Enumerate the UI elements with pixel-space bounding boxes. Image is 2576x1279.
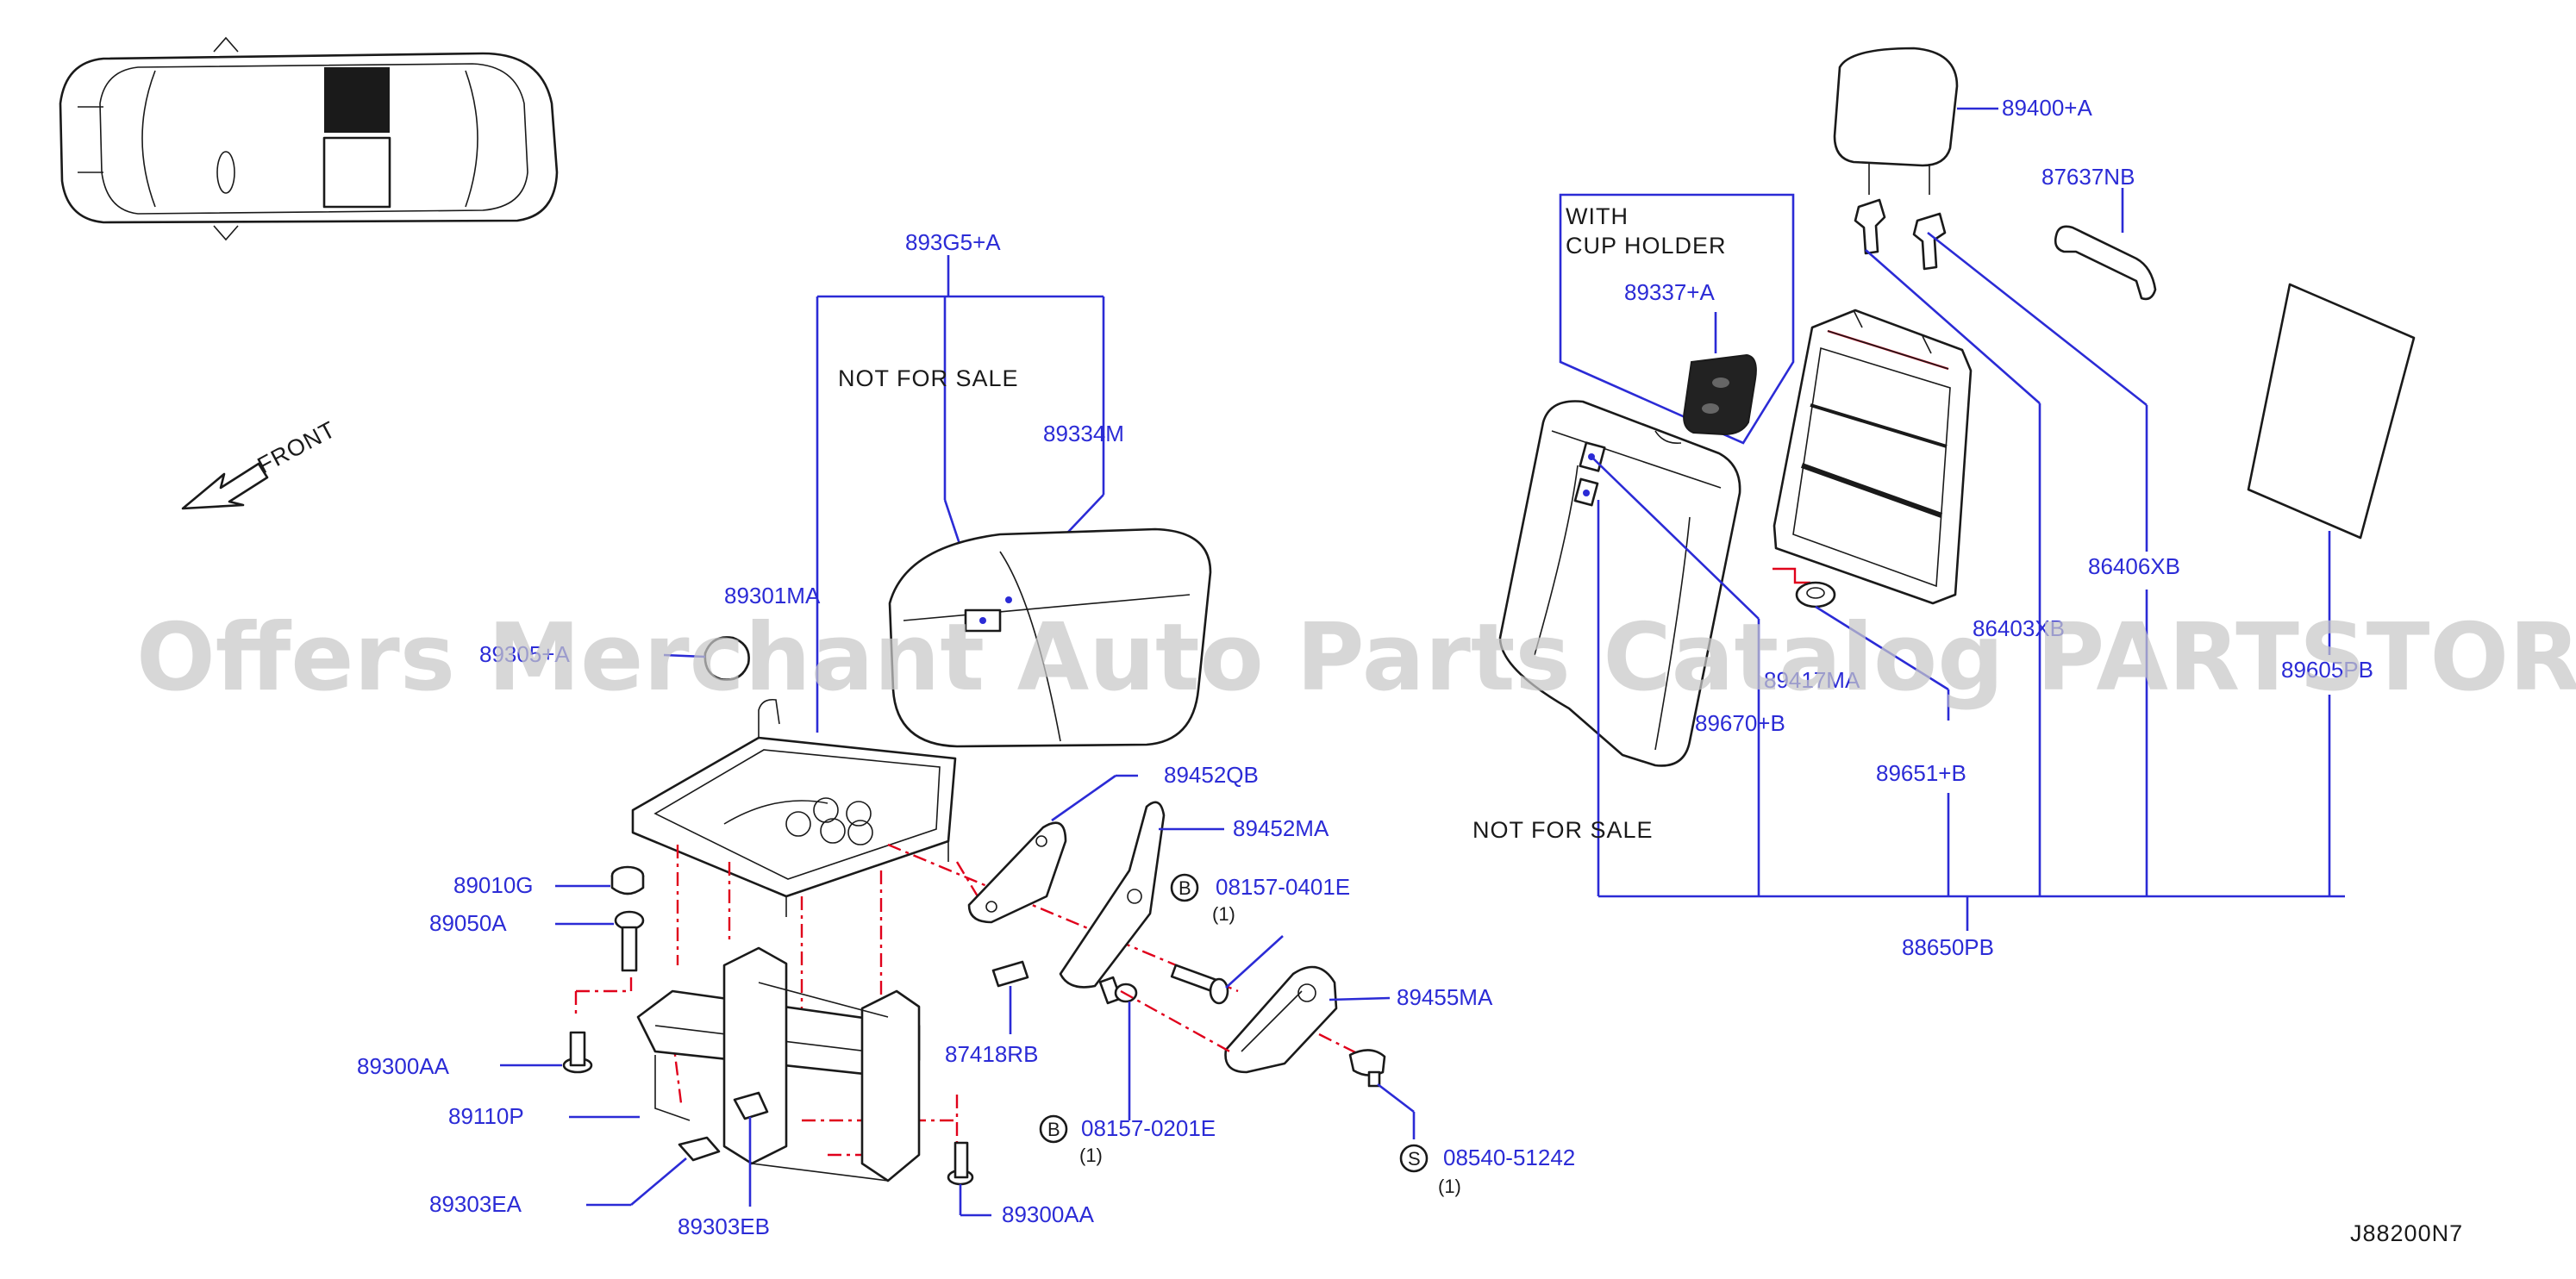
part-label-89670b: 89670+B: [1695, 710, 1785, 736]
seat-location-highlight: [324, 67, 390, 133]
part-label-87418rb: 87418RB: [945, 1041, 1038, 1067]
part-label-89651b: 89651+B: [1876, 760, 1966, 786]
clip-89303eb: [733, 1091, 769, 1207]
circle-s: [1399, 1144, 1429, 1173]
part-label-87637nb: 87637NB: [2041, 164, 2135, 190]
assembly-line-cover: [1120, 989, 1234, 1055]
part-label-89010g: 89010G: [453, 872, 534, 898]
screw-08540-51242: [1348, 1049, 1416, 1139]
bracket-89452ma: [1059, 801, 1224, 989]
qty-08157-0201e: (1): [1079, 1145, 1103, 1166]
handle-87637nb: [2054, 188, 2157, 301]
part-label-89300aa-left: 89300AA: [357, 1053, 450, 1079]
watermark: Offers Merchant Auto Parts Catalog PARTS…: [136, 604, 2576, 712]
back-board-89605pb: [2247, 283, 2416, 540]
diagram-code: J88200N7: [2350, 1220, 2463, 1246]
circle-b-upper-code: B: [1179, 877, 1191, 899]
pin-87418rb: [991, 960, 1029, 1034]
part-label-89334m: 89334M: [1043, 421, 1124, 446]
part-label-89452qb: 89452QB: [1164, 762, 1259, 788]
part-label-08157-0401e: 08157-0401E: [1216, 874, 1350, 900]
cup-holder-box: [1559, 193, 1795, 445]
part-label-89417ma: 89417MA: [1764, 667, 1860, 693]
bolt-89300aa-left: [500, 1031, 593, 1074]
part-label-08540-51242: 08540-51242: [1443, 1145, 1575, 1170]
vehicle-locator-icon: [59, 36, 559, 241]
circle-b-upper: [1170, 873, 1199, 902]
front-label: FRONT: [253, 416, 341, 478]
bolt-89300aa-bottom: [947, 1141, 991, 1217]
part-label-86406xb: 86406XB: [2088, 553, 2180, 579]
part-label-89050a: 89050A: [429, 910, 507, 936]
headrest-89400a: [1833, 47, 1998, 195]
part-label-89605pb: 89605PB: [2281, 657, 2373, 683]
bolt-08157-0401e: [1170, 935, 1284, 1005]
seat-back-frame-86403xb: [1773, 309, 1973, 605]
part-label-89110p: 89110P: [448, 1103, 524, 1129]
part-label-89303ea: 89303EA: [429, 1191, 522, 1217]
not-for-sale-left: NOT FOR SALE: [838, 365, 1019, 391]
bracket-89452qb: [967, 774, 1138, 924]
front-arrow-icon: [181, 462, 269, 510]
part-label-08157-0201e: 08157-0201E: [1081, 1115, 1216, 1141]
note-with: WITH: [1566, 203, 1629, 229]
part-label-89452ma: 89452MA: [1233, 815, 1329, 841]
recliner-knob-89305a: [663, 636, 750, 681]
part-label-89337a: 89337+A: [1624, 279, 1715, 305]
circle-b-lower-code: B: [1047, 1119, 1060, 1140]
note-cup-holder: CUP HOLDER: [1566, 233, 1727, 259]
part-label-89303eb: 89303EB: [678, 1213, 770, 1239]
not-for-sale-right: NOT FOR SALE: [1472, 817, 1654, 843]
seat-cushion-frame: [631, 698, 957, 917]
part-label-893g5a: 893G5+A: [905, 229, 1001, 255]
headrest-guide-right: [1912, 212, 1947, 271]
bolt-89010g: [555, 865, 645, 895]
part-label-89301ma: 89301MA: [724, 583, 821, 608]
seat-back-leader-bracket: [1591, 231, 2345, 931]
cup-holder-89337a: [1683, 312, 1757, 436]
part-label-89400a: 89400+A: [2002, 95, 2092, 121]
part-label-89455ma: 89455MA: [1397, 984, 1493, 1010]
part-label-88650pb: 88650PB: [1902, 934, 1994, 960]
seat-cushion-pad: [888, 527, 1212, 748]
part-label-89305a: 89305+A: [479, 641, 570, 667]
bushing-89417ma: [1773, 567, 1836, 608]
qty-08157-0401e: (1): [1212, 903, 1235, 925]
circle-b-lower: [1039, 1114, 1068, 1144]
qty-08540-51242: (1): [1438, 1176, 1461, 1197]
bolt-89050a: [555, 910, 645, 972]
bolt-08157-0201e: [1098, 976, 1138, 1120]
clip-89303ea: [586, 1136, 721, 1207]
circle-s-code: S: [1408, 1148, 1421, 1170]
part-label-86403xb: 86403XB: [1973, 615, 2065, 641]
recliner-cover-89455ma: [1224, 965, 1391, 1074]
part-label-89300aa-bottom: 89300AA: [1002, 1201, 1095, 1227]
headrest-guide-left: [1854, 198, 1886, 255]
